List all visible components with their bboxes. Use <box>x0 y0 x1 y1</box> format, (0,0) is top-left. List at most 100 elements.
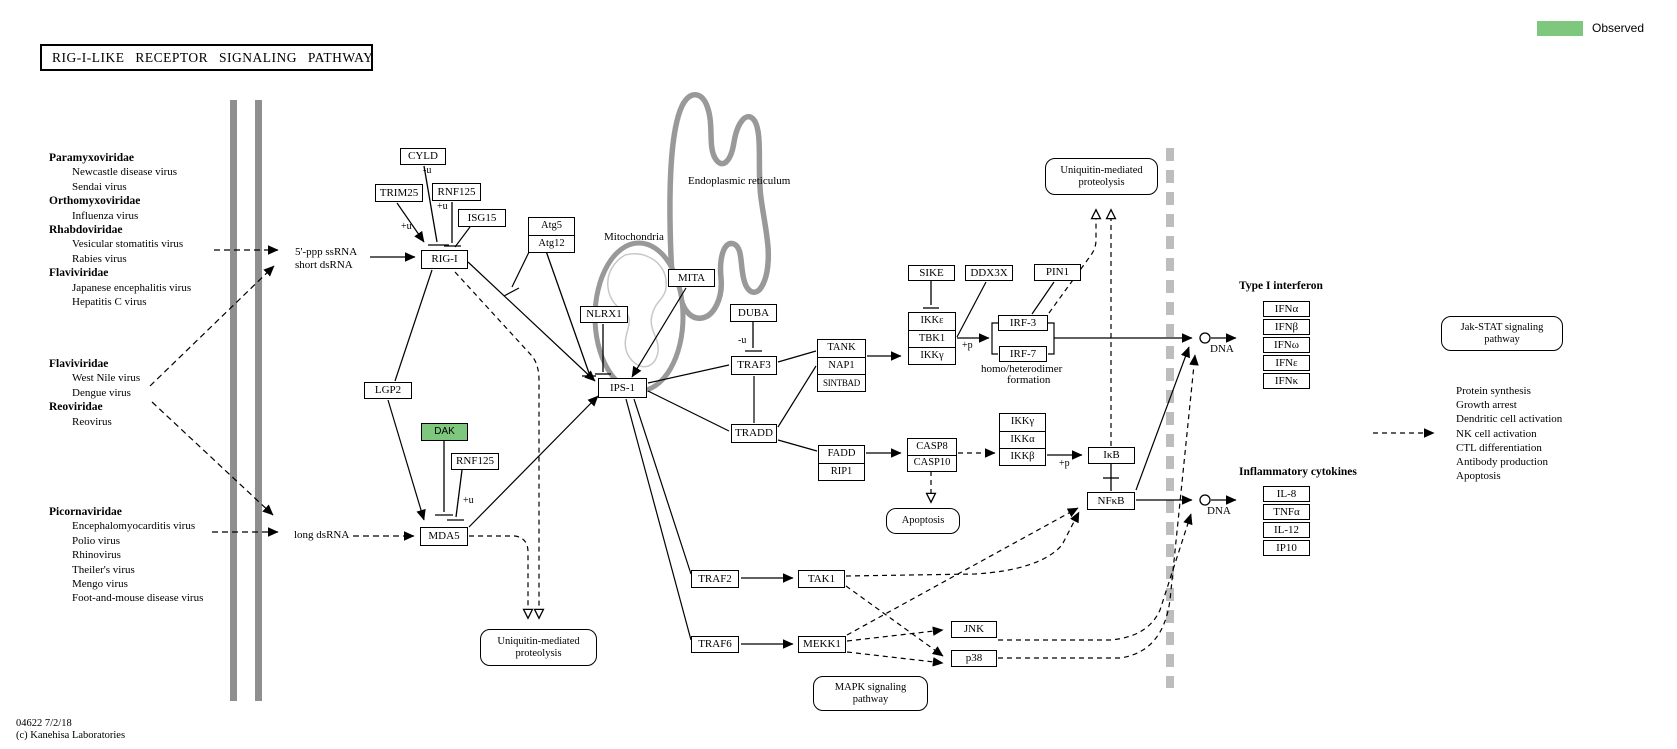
gene-box-lgp2[interactable]: LGP2 <box>364 382 412 399</box>
copyright: (c) Kanehisa Laboratories <box>16 729 126 741</box>
gene-box-ip10[interactable]: IP10 <box>1263 540 1310 556</box>
gene-box-nap1[interactable]: NAP1 <box>818 357 865 374</box>
gene-box-ifn[interactable]: IFNβ <box>1263 319 1310 335</box>
activation-arrows <box>370 202 1237 649</box>
label-dna: DNA <box>1207 505 1231 517</box>
gene-box-i-b[interactable]: IκB <box>1088 447 1135 464</box>
virus-reovirus: Reovirus <box>72 415 112 428</box>
gene-box-il-12[interactable]: IL-12 <box>1263 522 1310 538</box>
inhibition-lines <box>423 165 1119 521</box>
outcome-antibody-production: Antibody production <box>1456 456 1548 469</box>
gene-box-mita[interactable]: MITA <box>668 269 715 287</box>
gene-box-ifn[interactable]: IFNκ <box>1263 373 1310 389</box>
endoplasmic-reticulum-shape <box>667 92 772 335</box>
virus-reoviridae: Reoviridae <box>49 401 103 414</box>
outcome-dendritic-cell-activation: Dendritic cell activation <box>1456 413 1563 426</box>
gene-box-trim25[interactable]: TRIM25 <box>375 184 423 202</box>
gene-box-tradd[interactable]: TRADD <box>731 424 777 443</box>
gene-box-tank[interactable]: TANK <box>827 342 856 354</box>
label-endoplasmic-reticulum: Endoplasmic reticulum <box>688 175 791 187</box>
legend-observed-swatch <box>1537 21 1583 36</box>
gene-box-ikk[interactable]: IKKε <box>920 315 944 327</box>
virus-rhabdoviridae: Rhabdoviridae <box>49 224 123 237</box>
virus-flaviviridae: Flaviviridae <box>49 267 109 280</box>
gene-box-traf6[interactable]: TRAF6 <box>691 636 739 653</box>
gene-box-isg15[interactable]: ISG15 <box>458 209 506 227</box>
label-homo-heterodimer: homo/heterodimer <box>981 363 1063 375</box>
gene-box-sike[interactable]: SIKE <box>908 265 955 281</box>
binding-lines <box>394 226 1055 641</box>
gene-box-ikk[interactable]: IKKγ <box>1010 416 1035 428</box>
gene-box-mda5[interactable]: MDA5 <box>420 527 468 546</box>
gene-box-tnf[interactable]: TNFα <box>1263 504 1310 520</box>
gene-box-casp8[interactable]: CASP8 <box>916 440 948 452</box>
gene-box-ikk[interactable]: IKKα <box>1000 431 1045 448</box>
label-inflammatory-cytokines: Inflammatory cytokines <box>1239 466 1357 478</box>
gene-box-ikk[interactable]: IKKβ <box>1000 448 1045 465</box>
label-u: -u <box>423 165 432 176</box>
virus-encephalomyocarditis-virus: Encephalomyocarditis virus <box>72 520 196 533</box>
gene-box-p38[interactable]: p38 <box>951 650 997 667</box>
virus-mengo-virus: Mengo virus <box>72 578 128 591</box>
gene-box-atg12[interactable]: Atg12 <box>529 235 574 252</box>
gene-box-rip1[interactable]: RIP1 <box>819 463 864 480</box>
gene-box-duba[interactable]: DUBA <box>730 304 777 322</box>
label-short-dsrna: short dsRNA <box>295 259 353 271</box>
gene-box-traf3[interactable]: TRAF3 <box>731 356 777 375</box>
gene-box-ifn[interactable]: IFNω <box>1263 337 1310 353</box>
gene-box-pin1[interactable]: PIN1 <box>1034 264 1081 281</box>
gene-box-jnk[interactable]: JNK <box>951 621 997 638</box>
virus-japanese-encephalitis-virus: Japanese encephalitis virus <box>72 281 192 294</box>
label-type-i-interferon: Type I interferon <box>1239 280 1323 292</box>
virus-flaviviridae: Flaviviridae <box>49 358 109 370</box>
gene-box-ifn[interactable]: IFNα <box>1263 301 1310 317</box>
gene-box-rnf125[interactable]: RNF125 <box>432 183 481 201</box>
gene-box-mekk1[interactable]: MEKK1 <box>798 636 846 653</box>
virus-polio-virus: Polio virus <box>72 534 120 547</box>
gene-box-cyld[interactable]: CYLD <box>400 148 446 165</box>
pathway-box-apoptosis[interactable]: Apoptosis <box>886 508 960 534</box>
gene-box-ddx3x[interactable]: DDX3X <box>965 265 1013 281</box>
gene-box-tak1[interactable]: TAK1 <box>798 570 845 588</box>
virus-newcastle-disease-virus: Newcastle disease virus <box>72 166 178 179</box>
gene-box-nf-b[interactable]: NFκB <box>1087 492 1135 510</box>
gene-box-tbk1[interactable]: TBK1 <box>909 330 955 347</box>
gene-box-rig-i[interactable]: RIG-I <box>421 250 468 269</box>
gene-box-fadd[interactable]: FADD <box>827 448 856 460</box>
label-formation: formation <box>1007 374 1051 386</box>
virus-entry-arrows <box>149 245 415 541</box>
gene-box-casp10[interactable]: CASP10 <box>908 455 956 471</box>
outcome-apoptosis: Apoptosis <box>1456 470 1501 483</box>
gene-box-dak[interactable]: DAK <box>421 423 468 441</box>
gene-box-traf2[interactable]: TRAF2 <box>691 570 739 588</box>
virus-sendai-virus: Sendai virus <box>72 180 127 193</box>
gene-box-irf-7[interactable]: IRF-7 <box>999 346 1047 362</box>
gene-box-irf-3[interactable]: IRF-3 <box>998 315 1048 331</box>
gene-box-sintbad[interactable]: SINTBAD <box>818 374 865 391</box>
virus-orthomyxoviridae: Orthomyxoviridae <box>49 195 141 208</box>
gene-box-il-8[interactable]: IL-8 <box>1263 486 1310 502</box>
gene-box-ikk[interactable]: IKKγ <box>909 347 955 364</box>
gene-box-atg5[interactable]: Atg5 <box>541 220 562 232</box>
label-u: +u <box>463 495 474 506</box>
gene-box-ips-1[interactable]: IPS-1 <box>598 378 647 398</box>
gene-box-ifn[interactable]: IFNε <box>1263 355 1310 371</box>
gene-box-nlrx1[interactable]: NLRX1 <box>580 306 628 323</box>
virus-rhinovirus: Rhinovirus <box>72 549 121 562</box>
gene-box-rnf125[interactable]: RNF125 <box>451 453 499 470</box>
label-p: +p <box>1059 458 1070 469</box>
